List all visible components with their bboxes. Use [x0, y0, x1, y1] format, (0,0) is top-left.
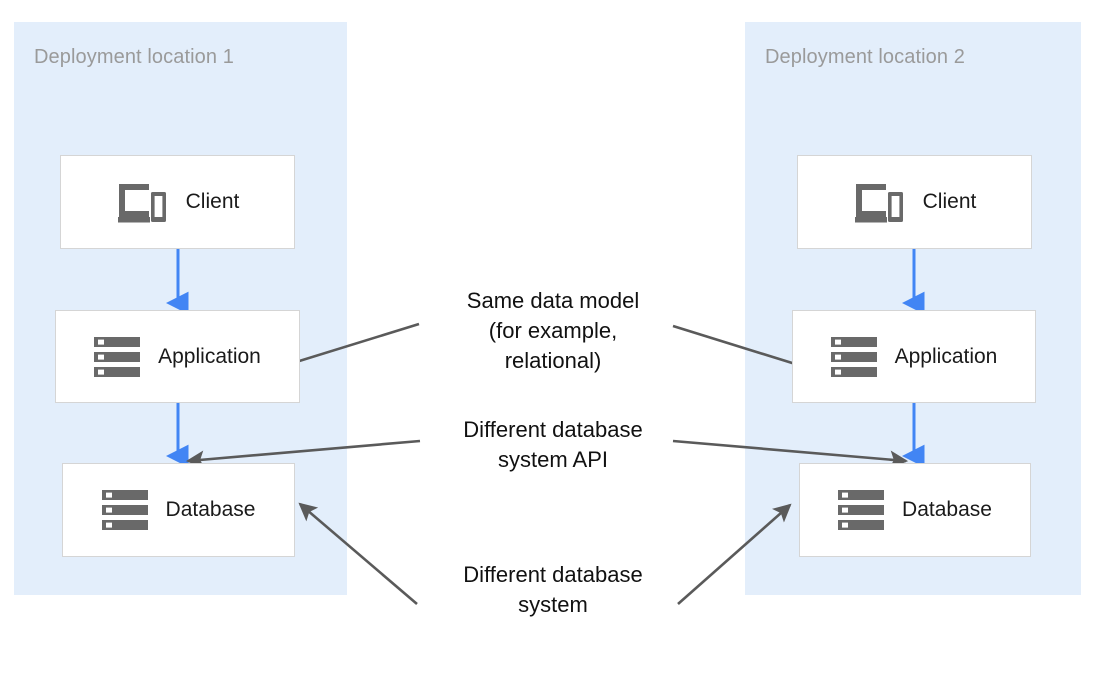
node-client-location-1-label: Client	[185, 190, 240, 213]
node-database-location-1[interactable]: Database	[62, 463, 295, 557]
devices-icon	[854, 184, 903, 223]
node-client-location-1[interactable]: Client	[60, 155, 295, 249]
node-application-location-1[interactable]: Application	[55, 310, 300, 403]
annotation-different-database-system-api: Different database system API	[463, 417, 643, 472]
deployment-zone-1-title: Deployment location 1	[34, 46, 234, 68]
server-icon	[838, 490, 885, 530]
node-database-location-2-label: Database	[902, 498, 992, 521]
node-client-location-2-label: Client	[922, 190, 977, 213]
node-client-location-2[interactable]: Client	[797, 155, 1032, 249]
server-icon	[101, 490, 148, 530]
server-icon	[94, 336, 141, 377]
node-application-location-2-label: Application	[894, 344, 998, 368]
node-database-location-2[interactable]: Database	[799, 463, 1031, 557]
node-application-location-1-label: Application	[158, 344, 261, 368]
annotation-different-database-system: Different database system	[463, 562, 643, 617]
node-database-location-1-label: Database	[165, 498, 256, 521]
server-icon	[830, 336, 877, 377]
annotation-same-data-model: Same data model (for example, relational…	[466, 288, 640, 373]
node-application-location-2[interactable]: Application	[792, 310, 1036, 403]
devices-icon	[117, 184, 166, 223]
deployment-zone-2-title: Deployment location 2	[765, 46, 965, 68]
